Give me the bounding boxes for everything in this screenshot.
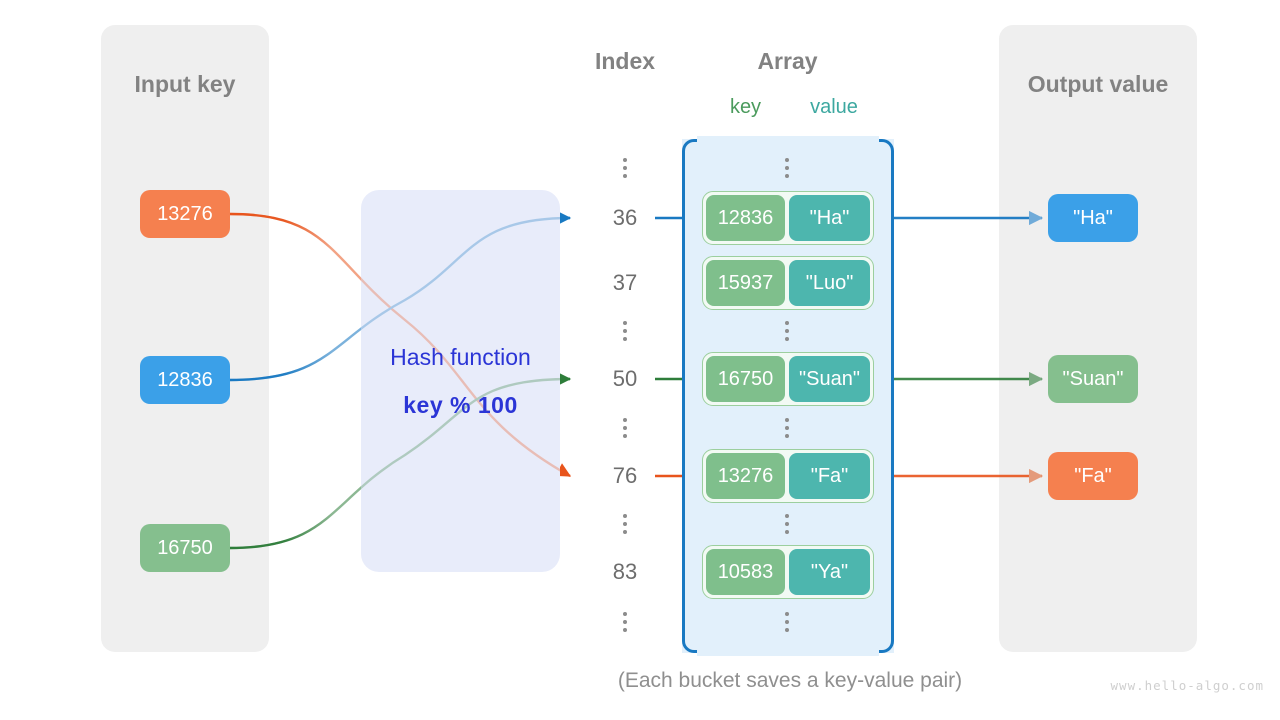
array-ellipsis [752,612,822,632]
bucket: 15937"Luo" [702,256,874,310]
index-ellipsis [590,158,660,178]
array-ellipsis [752,158,822,178]
input-key-title: Input key [134,71,236,97]
hash-function-box [361,190,560,572]
index-column-heading: Index [594,48,656,74]
bucket-value: "Ya" [789,549,870,595]
index-label-37: 37 [612,270,638,295]
input-key-chip-13276: 13276 [140,190,230,238]
array-ellipsis [752,514,822,534]
bucket-key: 13276 [706,453,786,499]
output-value-chip: "Ha" [1048,194,1138,242]
hash-function-label: Hash function [390,344,531,370]
bucket-value: "Luo" [789,260,870,306]
bucket: 10583"Ya" [702,545,874,599]
index-label-83: 83 [612,559,638,584]
bucket-value: "Ha" [789,195,870,241]
output-value-panel: Output value [999,25,1197,652]
array-ellipsis [752,321,822,341]
array-right-bracket [878,139,894,653]
bucket: 13276"Fa" [702,449,874,503]
index-ellipsis [590,612,660,632]
bucket-key: 15937 [706,260,786,306]
bucket: 12836"Ha" [702,191,874,245]
array-left-bracket [682,139,698,653]
bucket-value: "Fa" [789,453,870,499]
output-value-chip: "Suan" [1048,355,1138,403]
index-label-50: 50 [612,366,638,391]
input-key-chip-12836: 12836 [140,356,230,404]
key-subheading: key [729,96,762,118]
output-value-title: Output value [1027,71,1169,97]
array-column-heading: Array [757,48,818,74]
array-ellipsis [752,418,822,438]
diagram-caption: (Each bucket saves a key-value pair) [617,669,963,692]
output-value-chip: "Fa" [1048,452,1138,500]
index-ellipsis [590,321,660,341]
index-label-36: 36 [612,205,638,230]
index-ellipsis [590,514,660,534]
bucket-value: "Suan" [789,356,870,402]
bucket-key: 16750 [706,356,786,402]
index-label-76: 76 [612,463,638,488]
bucket-key: 12836 [706,195,786,241]
bucket-key: 10583 [706,549,786,595]
input-key-chip-16750: 16750 [140,524,230,572]
hash-function-formula: key % 100 [403,392,518,418]
index-ellipsis [590,418,660,438]
value-subheading: value [810,96,858,118]
watermark: www.hello-algo.com [1110,678,1264,693]
bucket: 16750"Suan" [702,352,874,406]
